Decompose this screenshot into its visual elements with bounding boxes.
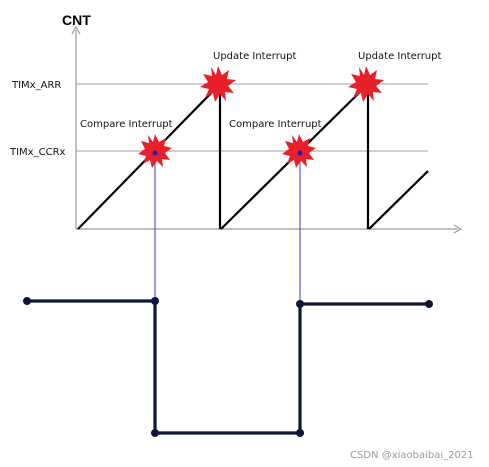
update-burst-1 xyxy=(200,66,236,102)
starburst-icon xyxy=(200,66,236,102)
update-interrupt-label-2: Update Interrupt xyxy=(358,51,441,62)
pwm-trace xyxy=(27,299,429,435)
update-interrupt-label-1: Update Interrupt xyxy=(213,51,296,62)
counter-axes xyxy=(71,25,463,234)
ccr-label: TIMx_CCRx xyxy=(9,147,66,158)
pwm-node xyxy=(151,297,159,305)
compare-interrupt-label-2: Compare Interrupt xyxy=(229,119,322,130)
pwm-node xyxy=(151,429,159,437)
pwm-output-waveform xyxy=(23,297,433,437)
compare-interrupt-label-1: Compare Interrupt xyxy=(80,119,173,130)
pwm-node xyxy=(296,300,304,308)
compare-burst-1 xyxy=(138,134,172,168)
pwm-node xyxy=(296,429,304,437)
watermark-text: CSDN @xiaobaibai_2021 xyxy=(350,450,474,461)
pwm-node xyxy=(23,297,31,305)
cnt-axis-title: CNT xyxy=(62,12,91,28)
projection-lines xyxy=(154,151,301,300)
update-burst-2 xyxy=(348,66,384,102)
pwm-node xyxy=(425,300,433,308)
compare-marker-dot xyxy=(297,150,303,156)
counter-sawtooth xyxy=(77,81,429,230)
reference-lines xyxy=(76,83,428,152)
compare-burst-2 xyxy=(282,134,316,168)
arr-label: TIMx_ARR xyxy=(11,80,61,91)
starburst-icon xyxy=(348,66,384,102)
counter-ramp-3 xyxy=(368,170,429,230)
compare-marker-dot xyxy=(152,150,158,156)
